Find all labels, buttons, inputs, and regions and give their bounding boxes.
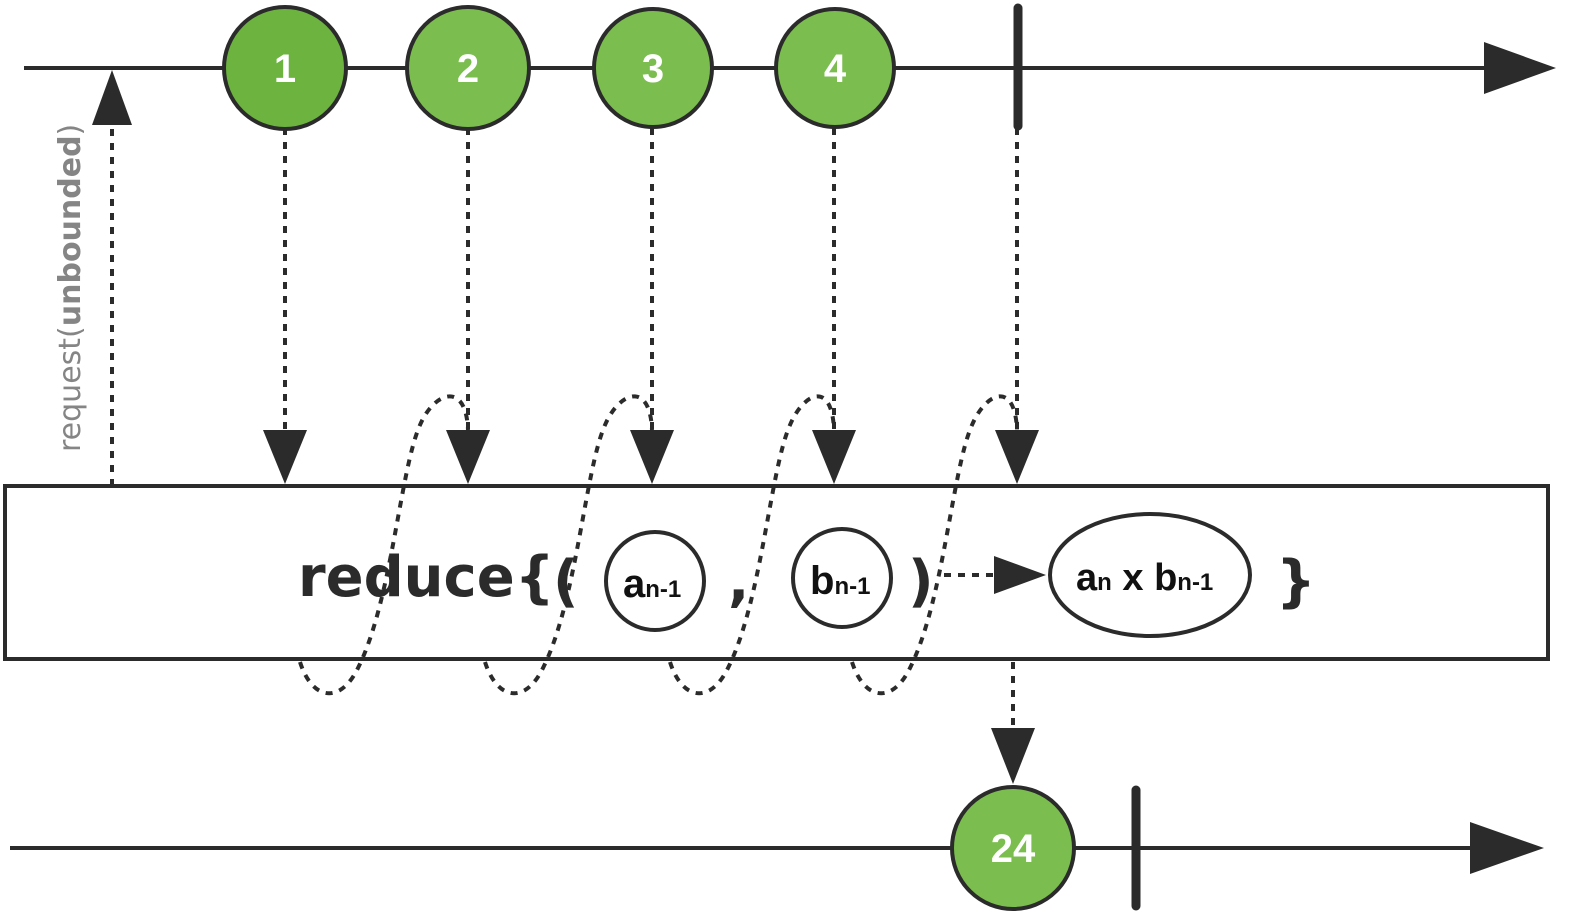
output-marble-label: 24 (991, 827, 1036, 871)
operator-box (3, 484, 1550, 661)
output-marble-circle (950, 785, 1076, 911)
complete-arrowhead (995, 430, 1039, 484)
operator-to-output-arrow (991, 662, 1035, 784)
input-marble-label: 3 (642, 47, 664, 91)
result-expression: an x bn-1 (1076, 557, 1213, 599)
request-label: request(unbounded) (53, 124, 88, 452)
accumulator-loop-1 (298, 394, 470, 696)
operator-formula: reduce{ ( an-1 , bn-1 ) an x bn-1 } (298, 512, 1316, 638)
input-marble-label: 1 (274, 47, 296, 91)
accumulator-loop-4 (850, 394, 1019, 696)
emit-arrowhead-3 (630, 430, 674, 484)
request-arrowhead (92, 70, 132, 125)
accumulator-loop-3 (668, 394, 836, 696)
input-marble-circle (774, 7, 896, 129)
input-marble-circle (222, 5, 348, 131)
output-marble: 24 (950, 785, 1076, 911)
request-arrow: request(unbounded) (53, 70, 132, 486)
result-expression-ellipse (1048, 512, 1252, 638)
value-arg-circle (791, 527, 893, 629)
close-brace: } (1276, 549, 1316, 614)
input-marble-2: 2 (405, 5, 531, 131)
lambda-arrowhead (994, 556, 1046, 594)
input-marbles: 1 2 3 4 (222, 5, 896, 131)
input-marble-3: 3 (592, 7, 714, 129)
output-arrowhead (991, 728, 1035, 784)
emit-arrowhead-4 (812, 430, 856, 484)
accumulator-loop-2 (483, 394, 654, 696)
input-marble-circle (405, 5, 531, 131)
operator-name: reduce{ (298, 545, 555, 610)
emit-arrowhead-1 (263, 430, 307, 484)
arg-comma: , (728, 549, 749, 614)
open-paren: ( (553, 549, 579, 614)
input-marble-circle (592, 7, 714, 129)
close-paren: ) (908, 549, 934, 614)
value-arg: bn-1 (810, 559, 870, 603)
input-timeline-arrowhead (1484, 42, 1556, 94)
accumulator-arg-circle (604, 530, 706, 632)
accumulator-loops (298, 394, 1019, 696)
input-marble-label: 4 (824, 47, 847, 91)
input-marble-4: 4 (774, 7, 896, 129)
output-timeline-arrowhead (1470, 822, 1544, 874)
output-timeline (10, 785, 1544, 911)
input-to-operator-arrows (263, 128, 1039, 484)
accumulator-arg: an-1 (623, 562, 681, 606)
input-marble-label: 2 (457, 47, 479, 91)
input-marble-1: 1 (222, 5, 348, 131)
emit-arrowhead-2 (446, 430, 490, 484)
